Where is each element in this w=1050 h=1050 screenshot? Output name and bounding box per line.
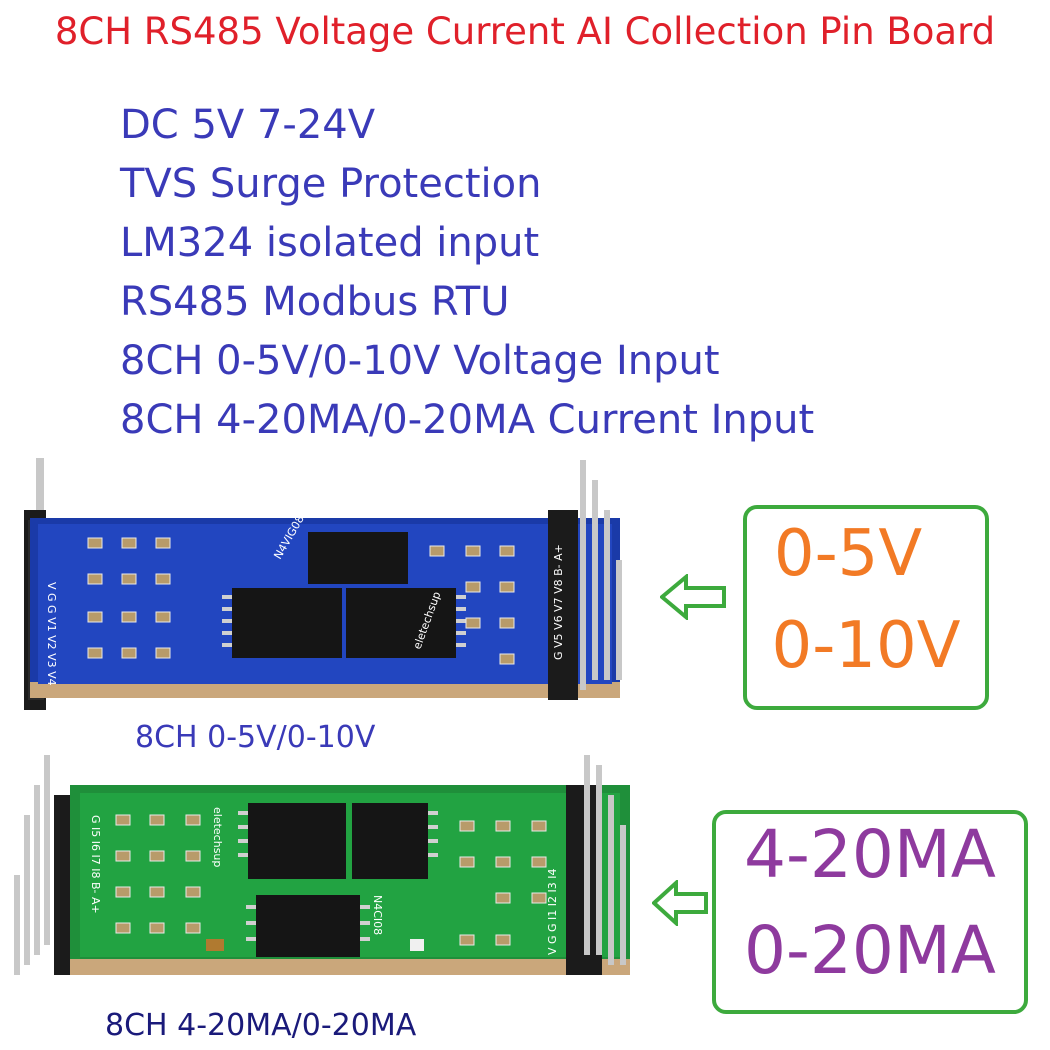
voltage-board-caption: 8CH 0-5V/0-10V	[135, 720, 376, 755]
badge-line: 0-20MA	[744, 912, 996, 989]
voltage-board-image: V G G V1 V2 V3 V4 G V5 V6 V7 V8 B- A+ N4…	[24, 458, 622, 710]
svg-text:eletechsup: eletechsup	[211, 807, 224, 867]
badge-line: 0-10V	[771, 609, 961, 683]
ic-chip	[352, 803, 428, 879]
svg-text:V G G I1 I2 I3 I4: V G G I1 I2 I3 I4	[546, 868, 559, 955]
page-title: 8CH RS485 Voltage Current AI Collection …	[54, 10, 996, 53]
current-board-image: G I5 I6 I7 I8 B- A+ V G G I1 I2 I3 I4 N4…	[14, 755, 630, 975]
svg-text:G V5 V6 V7 V8 B- A+: G V5 V6 V7 V8 B- A+	[552, 544, 565, 660]
feature-item: 8CH 0-5V/0-10V Voltage Input	[120, 338, 720, 384]
feature-item: DC 5V 7-24V	[120, 102, 376, 148]
badge-line: 4-20MA	[744, 816, 996, 893]
svg-text:V G G V1 V2 V3 V4: V G G V1 V2 V3 V4	[45, 582, 58, 686]
feature-item: LM324 isolated input	[120, 220, 540, 266]
feature-list: DC 5V 7-24V TVS Surge Protection LM324 i…	[120, 96, 814, 450]
hollow-left-arrow-icon	[652, 880, 708, 926]
svg-text:G I5 I6 I7 I8 B- A+: G I5 I6 I7 I8 B- A+	[89, 815, 102, 914]
right-pin-header	[566, 755, 626, 975]
current-range-badge: 4-20MA 0-20MA	[712, 810, 1028, 1014]
voltage-range-badge: 0-5V 0-10V	[743, 505, 989, 710]
feature-item: RS485 Modbus RTU	[120, 279, 510, 325]
ic-chip	[308, 532, 408, 584]
feature-item: TVS Surge Protection	[120, 161, 542, 207]
ic-chip	[256, 895, 360, 957]
right-pin-header	[548, 460, 622, 700]
ic-chip	[248, 803, 346, 879]
svg-text:N4CI08: N4CI08	[371, 895, 384, 935]
feature-item: 8CH 4-20MA/0-20MA Current Input	[120, 397, 815, 443]
ic-chip	[232, 588, 342, 658]
ic-chip	[346, 588, 456, 658]
hollow-left-arrow-icon	[660, 574, 726, 620]
badge-line: 0-5V	[773, 517, 923, 591]
current-board-caption: 8CH 4-20MA/0-20MA	[105, 1008, 417, 1043]
